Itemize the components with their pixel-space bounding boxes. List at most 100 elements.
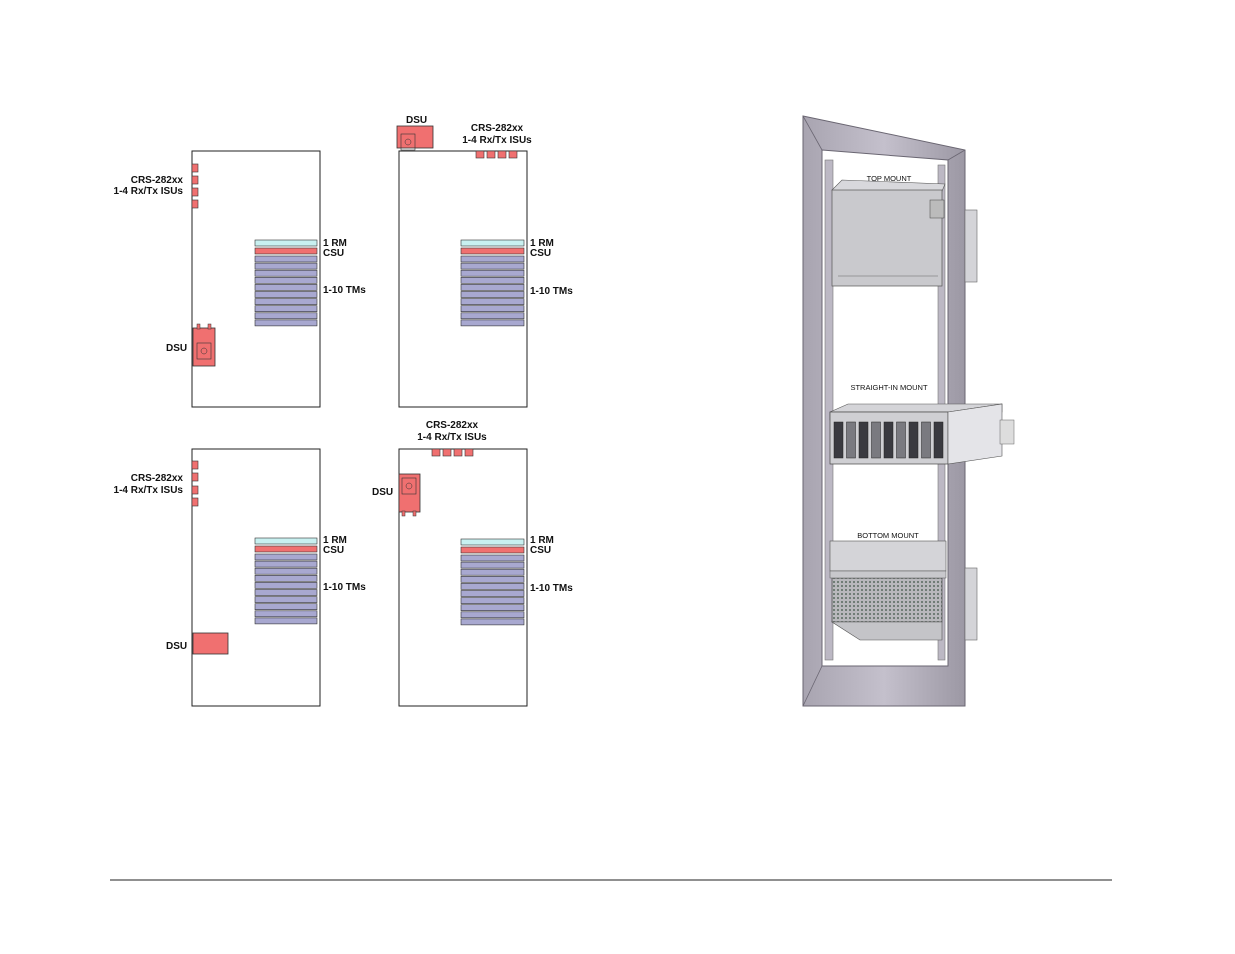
- chassis-card: [883, 421, 894, 459]
- isu-label-line2: 1-4 Rx/Tx ISUs: [417, 432, 487, 443]
- isu-module: [191, 460, 199, 470]
- tm-module: [254, 617, 318, 625]
- isu-group-4: [431, 448, 474, 457]
- tm-module: [254, 596, 318, 603]
- isu-module: [191, 199, 199, 209]
- csu-label: CSU: [323, 248, 344, 259]
- tm-module: [254, 291, 318, 298]
- rm-label: 1 RM: [530, 535, 554, 546]
- isu-module: [191, 497, 199, 507]
- tm-module: [460, 298, 525, 305]
- tm-module: [460, 618, 525, 626]
- isu-module: [191, 187, 199, 197]
- bottom-mount-chassis: [829, 540, 978, 641]
- tm-module: [460, 597, 525, 604]
- bottom-mount-label: BOTTOM MOUNT: [857, 531, 919, 540]
- chassis-card: [933, 421, 944, 459]
- isu-module: [464, 448, 474, 457]
- tm-module: [460, 291, 525, 298]
- tm-module: [254, 553, 318, 561]
- isu-label-line2: 1-4 Rx/Tx ISUs: [114, 186, 184, 197]
- tm-module: [460, 583, 525, 590]
- isu-group-1: [191, 163, 199, 209]
- isu-module: [442, 448, 452, 457]
- rm-module: [254, 239, 318, 247]
- straight-in-mount-label: STRAIGHT-IN MOUNT: [850, 383, 927, 392]
- dsu-label: DSU: [372, 487, 393, 498]
- isu-label-line2: 1-4 Rx/Tx ISUs: [114, 485, 184, 496]
- isu-group-2: [475, 150, 518, 159]
- isu-label-line1: CRS-282xx: [471, 123, 524, 134]
- tm-module: [254, 305, 318, 313]
- tm-module: [460, 255, 525, 263]
- isu-group-3: [191, 460, 199, 507]
- isu-module: [191, 163, 199, 173]
- tm-module: [460, 604, 525, 612]
- tm-module: [460, 561, 525, 569]
- tm-label: 1-10 TMs: [530, 583, 573, 594]
- layout-panel-2: DSU CRS-282xx 1-4 Rx/Tx ISUs 1 RM CSU 1-…: [396, 115, 573, 408]
- isu-label-line1: CRS-282xx: [131, 473, 184, 484]
- isu-module: [486, 150, 496, 159]
- dsu-unit-1: [192, 323, 216, 367]
- chassis-card: [858, 421, 869, 459]
- isu-module: [508, 150, 518, 159]
- tm-module: [460, 554, 525, 562]
- tm-module: [254, 603, 318, 611]
- layout-panel-4: CRS-282xx 1-4 Rx/Tx ISUs DSU 1 RM CSU 1-…: [372, 420, 573, 707]
- csu-module: [254, 545, 318, 553]
- tm-module: [254, 255, 318, 263]
- isu-module: [191, 175, 199, 185]
- dsu-label: DSU: [406, 115, 427, 126]
- rack-frame: [802, 115, 966, 707]
- straight-in-mount-chassis: [829, 403, 1015, 465]
- tm-module: [254, 312, 318, 320]
- tm-stack-2: [460, 255, 525, 327]
- tm-module: [460, 568, 525, 576]
- tm-module: [460, 262, 525, 270]
- tm-module: [254, 269, 318, 277]
- tm-label: 1-10 TMs: [323, 582, 366, 593]
- csu-label: CSU: [323, 545, 344, 556]
- tm-module: [460, 611, 525, 619]
- tm-module: [460, 312, 525, 320]
- tm-label: 1-10 TMs: [530, 286, 573, 297]
- isu-label-line2: 1-4 Rx/Tx ISUs: [462, 135, 532, 146]
- tm-module: [254, 319, 318, 327]
- csu-module: [254, 247, 318, 255]
- tm-module: [460, 575, 525, 583]
- layout-panel-1: CRS-282xx 1-4 Rx/Tx ISUs 1 RM CSU 1-10 T…: [114, 150, 366, 408]
- chassis-card: [896, 421, 906, 459]
- tm-module: [254, 560, 318, 568]
- tm-module: [254, 276, 318, 284]
- chassis-card: [833, 421, 844, 459]
- rm-label: 1 RM: [323, 238, 347, 249]
- csu-label: CSU: [530, 248, 551, 259]
- isu-module: [191, 485, 199, 495]
- rack-illustration: TOP MOUNT STRAIGHT-IN MOUNT BOTTOM MOUNT: [802, 115, 1015, 707]
- tm-module: [460, 269, 525, 277]
- rm-module: [460, 538, 525, 546]
- csu-label: CSU: [530, 545, 551, 556]
- tm-module: [254, 574, 318, 582]
- top-mount-label: TOP MOUNT: [867, 174, 912, 183]
- csu-module: [460, 247, 525, 255]
- tm-module: [254, 298, 318, 305]
- straight-in-cards: [833, 421, 944, 459]
- tm-module: [460, 319, 525, 327]
- tm-module: [254, 262, 318, 270]
- chassis-card: [908, 421, 919, 459]
- top-mount-chassis: [831, 179, 978, 287]
- isu-module: [431, 448, 441, 457]
- isu-module: [475, 150, 485, 159]
- tm-module: [254, 610, 318, 618]
- rm-label: 1 RM: [323, 535, 347, 546]
- rm-module: [460, 239, 525, 247]
- rm-module: [254, 537, 318, 545]
- tm-stack-3: [254, 553, 318, 625]
- rack-rail-left: [824, 159, 834, 661]
- dsu-label: DSU: [166, 641, 187, 652]
- layout-panel-3: CRS-282xx 1-4 Rx/Tx ISUs 1 RM CSU 1-10 T…: [114, 448, 366, 707]
- chassis-card: [921, 421, 931, 459]
